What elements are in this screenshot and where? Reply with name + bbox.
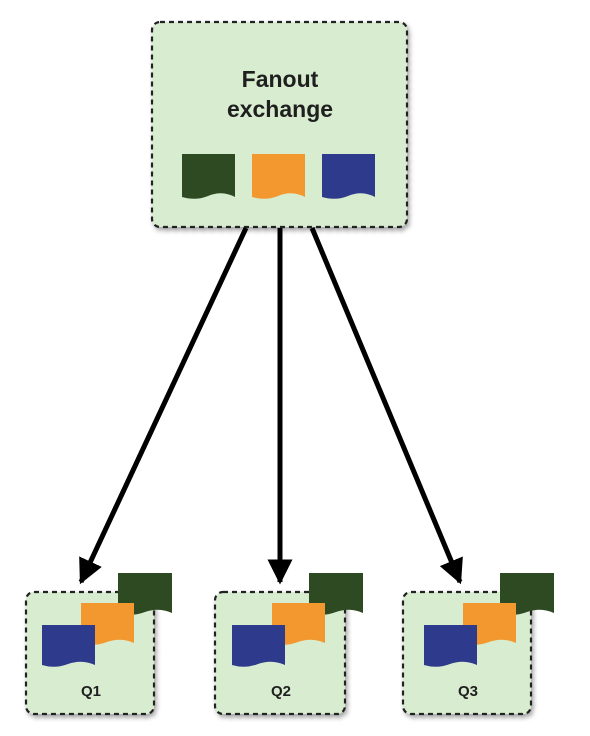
q2-message-orange-icon	[272, 603, 325, 645]
exchange-title-line1: Fanout	[242, 66, 319, 92]
q1-message-blue-icon	[42, 625, 95, 667]
q2-message-blue-icon	[232, 625, 285, 667]
fanout-exchange-node: Fanout exchange	[150, 20, 409, 229]
queue-q1-label: Q1	[81, 683, 101, 700]
queue-q3-label: Q3	[458, 683, 478, 700]
queue-q1-node: Q1	[24, 573, 172, 716]
queue-q3-node: Q3	[401, 573, 554, 716]
arrow-to-q1	[78, 226, 249, 585]
exchange-message-green-icon	[182, 154, 235, 199]
q3-message-blue-icon	[424, 625, 477, 667]
exchange-message-blue-icon	[322, 154, 375, 199]
queue-q2-node: Q2	[213, 573, 363, 716]
exchange-message-orange-icon	[252, 154, 305, 199]
exchange-title-line2: exchange	[227, 96, 333, 122]
routing-arrows	[78, 226, 463, 585]
queue-q2-label: Q2	[271, 683, 291, 700]
arrow-to-q3	[309, 227, 463, 585]
